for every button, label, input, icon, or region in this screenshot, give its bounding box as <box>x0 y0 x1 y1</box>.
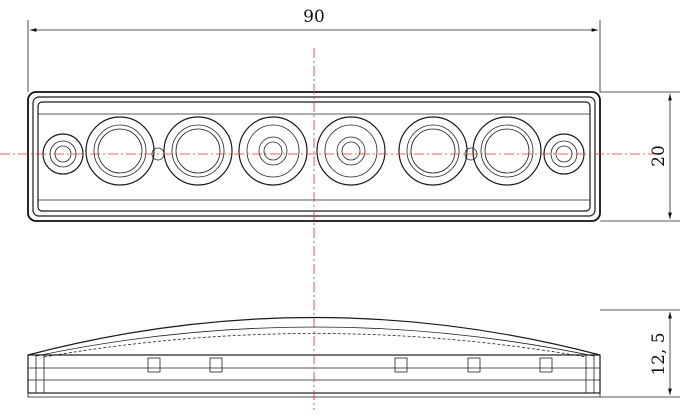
width-dimension: 90 <box>27 7 601 92</box>
width-dimension-label: 90 <box>303 7 325 27</box>
led-1 <box>85 116 155 186</box>
led-3 <box>238 116 308 186</box>
height-dimension: 20 <box>600 91 680 222</box>
height-dimension-label: 20 <box>649 145 669 167</box>
led-2 <box>163 116 233 186</box>
depth-dimension: 12, 5 <box>600 309 680 398</box>
led-4 <box>316 116 386 186</box>
centerlines <box>0 48 660 410</box>
led-6 <box>472 116 542 186</box>
led-5 <box>398 116 468 186</box>
depth-dimension-label: 12, 5 <box>649 332 669 375</box>
